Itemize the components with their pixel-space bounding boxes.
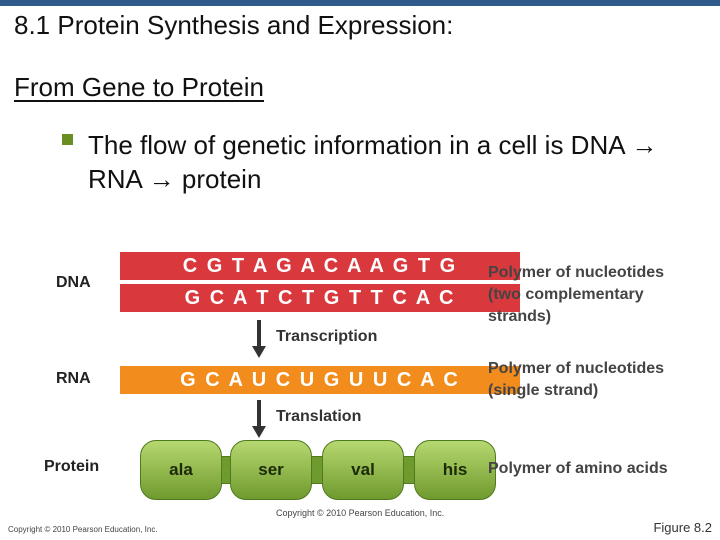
bullet-square-icon xyxy=(62,134,73,145)
protein-description: Polymer of amino acids xyxy=(488,460,668,477)
rna-description: Polymer of nucleotides (single strand) xyxy=(488,360,665,399)
footer-copyright: Copyright © 2010 Pearson Education, Inc. xyxy=(8,525,158,534)
rna-label: RNA xyxy=(56,370,91,387)
header-bar xyxy=(0,0,720,6)
figure-number: Figure 8.2 xyxy=(653,520,712,535)
bullet-text: The flow of genetic information in a cel… xyxy=(88,130,658,194)
slide-title: 8.1 Protein Synthesis and Expression: xyxy=(14,10,454,40)
transcription-arrow xyxy=(257,320,261,348)
protein-label: Protein xyxy=(44,458,100,475)
slide-subtitle: From Gene to Protein xyxy=(14,72,264,102)
transcription-arrow-head-icon xyxy=(252,346,266,358)
gene-to-protein-figure: DNA C G T A G A C A A G T G G C A T C T … xyxy=(40,248,700,528)
translation-label: Translation xyxy=(276,408,362,425)
amino-acid-bead: ala xyxy=(140,440,222,500)
figure-copyright: Copyright © 2010 Pearson Education, Inc. xyxy=(276,508,445,518)
translation-arrow-head-icon xyxy=(252,426,266,438)
amino-acid-bead: ser xyxy=(230,440,312,500)
dna-bottom-strand: G C A T C T G T T C A C xyxy=(120,284,520,312)
translation-arrow xyxy=(257,400,261,428)
dna-description: Polymer of nucleotides (two complementar… xyxy=(488,264,665,325)
amino-acid-bead: val xyxy=(322,440,404,500)
dna-label: DNA xyxy=(56,274,91,291)
transcription-label: Transcription xyxy=(276,328,378,345)
dna-top-strand: C G T A G A C A A G T G xyxy=(120,252,520,280)
amino-acid-bead: his xyxy=(414,440,496,500)
rna-strand: G C A U C U G U U C A C xyxy=(120,366,520,394)
